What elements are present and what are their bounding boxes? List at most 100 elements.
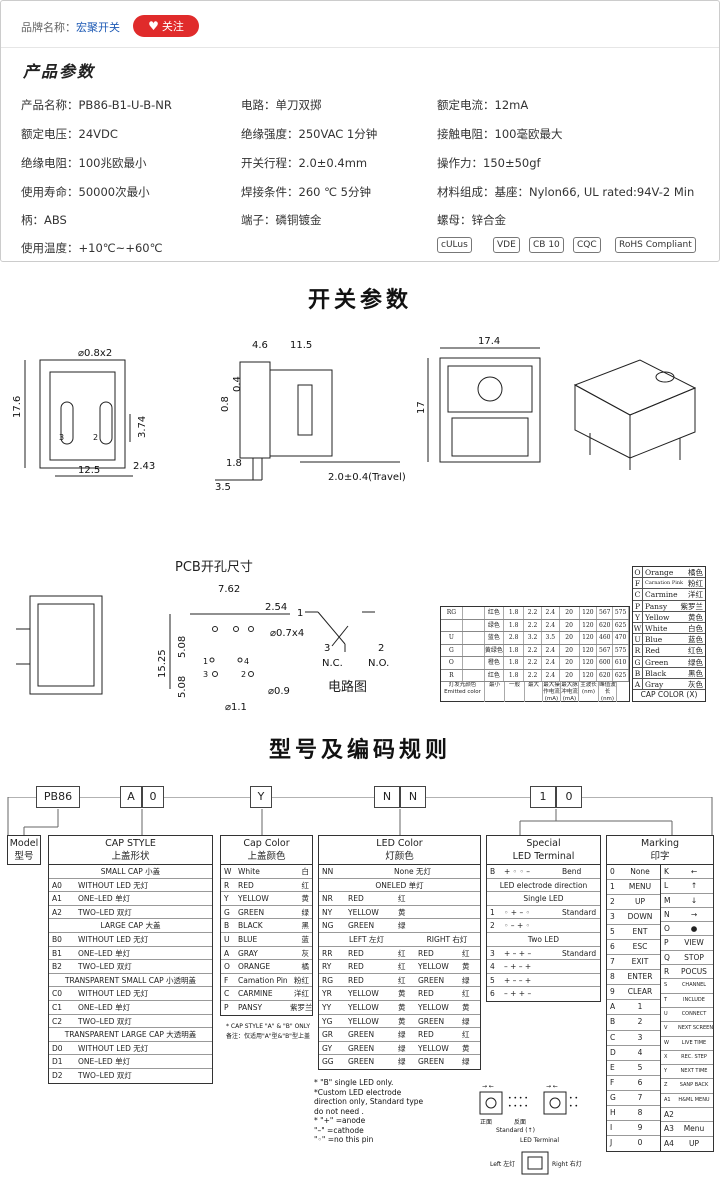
cap-color-name: Gray (645, 679, 664, 689)
term-led: LED Terminal (520, 1137, 559, 1144)
led-table-cell: 2.2 (524, 607, 542, 619)
pcb-dim: 5.08 (177, 676, 188, 698)
led-color-row-cell: 绿 (462, 1016, 470, 1026)
cap-color-row-cell: Y (224, 894, 229, 904)
cap-color-cn: 粉红 (688, 579, 703, 589)
special-row-cell: ◦ – + ◦ (504, 921, 531, 931)
cap-style-row-cell: C0 (52, 989, 63, 999)
cap-color-name: Carmine (645, 590, 678, 600)
heart-icon: ♥ (148, 19, 159, 33)
marking-row-cell: Menu (683, 1124, 705, 1134)
led-table-cell: 600 (597, 657, 614, 669)
led-color-row-cell: 绿 (398, 1030, 406, 1040)
pcb-dim: 5.08 (177, 636, 188, 658)
led-color-row-cell: 黄 (462, 962, 470, 972)
marking-row-cell: ↓ (690, 895, 698, 905)
led-color-row-cell: YELLOW (348, 989, 379, 999)
special-title-cn: LED Terminal (512, 851, 575, 862)
marking-row-cell: ENT (632, 927, 648, 937)
cap-color-row-cell: 橘 (301, 962, 310, 972)
follow-button[interactable]: ♥关注 (133, 15, 199, 37)
led-table-cell: G (441, 644, 463, 656)
led-color-row-cell: 红 (398, 948, 406, 958)
led-color-row-cell: 绿 (398, 1043, 406, 1053)
cap-style-section: TRANSPARENT LARGE CAP 大透明盖 (49, 1028, 212, 1042)
led-table-cell: 2.4 (542, 669, 560, 681)
cap-style-title: CAP STYLE (105, 838, 156, 849)
marking-row-cell: 0 (610, 867, 615, 876)
cap-color-name: Carnation Pink (645, 580, 684, 587)
led-color-row-cell: 红 (398, 894, 406, 904)
led-table-cell: 120 (580, 669, 598, 681)
dim-label: 3.74 (137, 416, 148, 438)
cap-color-row-cell: PANSY (238, 1002, 263, 1012)
led-color-right: RIGHT 右灯 (426, 934, 468, 944)
svg-text:→ ←: → ← (546, 1083, 558, 1090)
led-table-cell: 120 (580, 632, 598, 644)
cap-style-row-cell: ONE–LED 单灯 (78, 894, 131, 904)
led-table-cell: 610 (613, 657, 629, 669)
special-row-cell: 1 (490, 907, 495, 917)
cap-color-row-cell: 红 (301, 880, 310, 890)
brand-name-link[interactable]: 宏聚开关 (76, 21, 120, 34)
param-item: 螺母：锌合金 (437, 213, 506, 227)
special-row-cell: 3 (490, 948, 495, 958)
led-table-cell: 625 (613, 669, 629, 681)
led-table-cell: 蓝色 (485, 632, 505, 644)
led-color-row-cell: RED (348, 894, 364, 904)
cap-color-row-cell: YELLOW (238, 894, 269, 904)
marking-row-cell: A1 (664, 1096, 671, 1103)
code-connector-lines (7, 797, 713, 835)
dim-label: 0.8 (220, 396, 231, 412)
led-table-cell: 1.8 (504, 657, 525, 669)
marking-row-cell: X (664, 1053, 668, 1060)
special-row-cell: 5 (490, 975, 495, 985)
cap-style-row-cell: TWO–LED 双灯 (78, 1070, 132, 1080)
cap-color-cn: 蓝色 (688, 635, 703, 645)
marking-row-cell: VIEW (684, 938, 704, 948)
cap-style-row-cell: B1 (52, 948, 62, 958)
special-row: 2◦ – + ◦ (487, 919, 600, 933)
param-item: 端子：磷铜镀金 (241, 213, 322, 227)
led-foot-cell: 最小 (485, 682, 505, 702)
dim-label: 0.4 (232, 376, 243, 392)
cert-logo: CB 10 (529, 237, 564, 253)
cap-color-cn: 紫罗兰 (680, 601, 704, 611)
marking-row-cell: MENU (628, 882, 652, 892)
marking-row-cell: E (610, 1062, 615, 1072)
led-color-row-cell: GREEN (348, 1057, 375, 1067)
dim-label: 4.6 (252, 340, 268, 351)
marking-row-cell: 9 (637, 1122, 643, 1132)
special-row-cell: ◦ + – ◦ (504, 907, 531, 917)
marking-row-cell: 4 (637, 1047, 643, 1057)
circuit-pin: 1 (297, 608, 303, 619)
cap-color-row-cell: White (238, 867, 260, 876)
marking-row-cell: 5 (610, 927, 615, 937)
pcb-dim: 15.25 (157, 649, 168, 678)
param-item: 焊接条件：260 ℃ 5分钟 (241, 185, 371, 199)
